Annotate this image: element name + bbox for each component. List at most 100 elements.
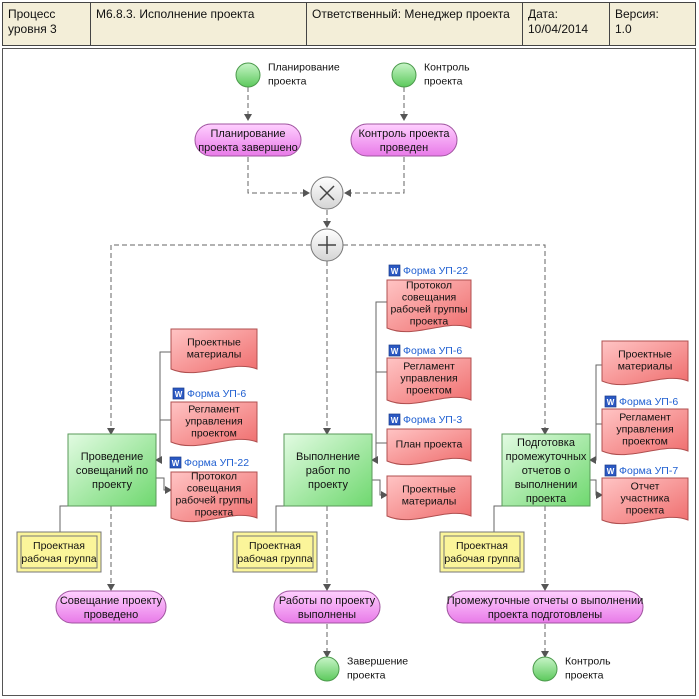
- link-role-work: [275, 505, 284, 532]
- header-date: Дата:10/04/2014: [523, 3, 610, 45]
- document-label: Проектные: [618, 349, 672, 361]
- state-label: Промежуточные отчеты о выполнении: [447, 595, 644, 607]
- function-label: Подготовка: [517, 437, 576, 449]
- function-label: отчетов о: [522, 465, 570, 477]
- document-label: материалы: [187, 349, 242, 361]
- word-letter: W: [607, 398, 615, 407]
- document-label: материалы: [618, 361, 673, 373]
- form-link[interactable]: Форма УП-22: [403, 265, 468, 277]
- link-reports-report: [590, 479, 603, 499]
- form-link[interactable]: Форма УП-22: [184, 457, 249, 469]
- document-label: Отчет: [631, 481, 660, 493]
- word-letter: W: [391, 347, 399, 356]
- document-shape[interactable]: [601, 340, 689, 386]
- document-label: проектом: [406, 385, 452, 397]
- state-label: Работы по проекту: [279, 595, 376, 607]
- word-file-icon: [172, 387, 185, 400]
- function-label: проекту: [92, 479, 132, 491]
- document-shape[interactable]: [386, 279, 472, 333]
- state-label: Совещание проекту: [60, 595, 163, 607]
- function-label: Выполнение: [296, 451, 360, 463]
- function-label: работ по: [306, 465, 351, 477]
- document-shape[interactable]: [170, 328, 258, 374]
- function-label: Проведение: [81, 451, 144, 463]
- doc-mid-plan: План проекта: [386, 428, 472, 466]
- document-shape[interactable]: [601, 477, 689, 525]
- link-meeting-protocol: [156, 477, 172, 494]
- state-label: Планирование: [210, 128, 285, 140]
- form-link[interactable]: Форма УП-6: [187, 388, 246, 400]
- role-label: Проектная: [249, 540, 301, 552]
- event-label: проекта: [565, 670, 604, 682]
- link-work-materials: [372, 479, 388, 499]
- document-label: совещания: [187, 483, 241, 495]
- document-label: проектом: [191, 428, 237, 440]
- word-file-icon: [604, 395, 617, 408]
- document-shape[interactable]: [386, 357, 472, 405]
- link-protocol-work: [371, 301, 387, 464]
- link-role-meeting: [59, 505, 68, 532]
- diagram-frame: [2, 48, 696, 696]
- document-label: Проектные: [402, 484, 456, 496]
- form-left-up22: W Форма УП-22: [169, 456, 249, 469]
- process-header: Процесс уровня 3 М6.8.3. Исполнение прое…: [2, 2, 696, 46]
- state-shape: [55, 590, 167, 624]
- event-circle: [532, 656, 558, 682]
- word-file-icon: [169, 456, 182, 469]
- form-right-up6: W Форма УП-6: [604, 395, 678, 408]
- state-shape: [350, 123, 458, 157]
- function-box[interactable]: [67, 433, 157, 507]
- flow-control-to-xor: [344, 157, 405, 197]
- document-label: проектом: [622, 436, 668, 448]
- form-mid-up6: W Форма УП-6: [388, 344, 462, 357]
- document-label: проекта: [195, 507, 234, 519]
- word-letter: W: [172, 459, 180, 468]
- form-left-up6: W Форма УП-6: [172, 387, 246, 400]
- flow-and-to-meeting: [107, 244, 311, 435]
- role-label: Проектная: [456, 540, 508, 552]
- event-circle: [235, 62, 261, 88]
- event-label: проекта: [424, 76, 463, 88]
- event-circle: [314, 656, 340, 682]
- function-box[interactable]: [283, 433, 373, 507]
- state-label: выполнены: [298, 609, 356, 621]
- word-letter: W: [175, 390, 183, 399]
- state-label: проекта подготовлены: [488, 609, 602, 621]
- word-letter: W: [391, 416, 399, 425]
- header-responsible: Ответственный: Менеджер проекта: [307, 3, 523, 45]
- document-label: совещания: [402, 292, 456, 304]
- event-label: проекта: [268, 76, 307, 88]
- role-label: Проектная: [33, 540, 85, 552]
- form-link[interactable]: Форма УП-6: [403, 345, 462, 357]
- function-label: выполнении: [515, 479, 578, 491]
- event-label: Завершение: [347, 656, 408, 668]
- form-link[interactable]: Форма УП-3: [403, 414, 462, 426]
- form-link[interactable]: Форма УП-6: [619, 396, 678, 408]
- state-shape: [194, 123, 302, 157]
- document-shape[interactable]: [386, 475, 472, 521]
- document-shape[interactable]: [386, 428, 472, 466]
- document-label: участника: [621, 493, 670, 505]
- document-shape[interactable]: [170, 471, 258, 523]
- function-box[interactable]: [501, 433, 591, 507]
- gateway-xor: [310, 176, 344, 210]
- form-link[interactable]: Форма УП-7: [619, 465, 678, 477]
- document-shape[interactable]: [601, 408, 689, 456]
- document-shape[interactable]: [170, 401, 258, 447]
